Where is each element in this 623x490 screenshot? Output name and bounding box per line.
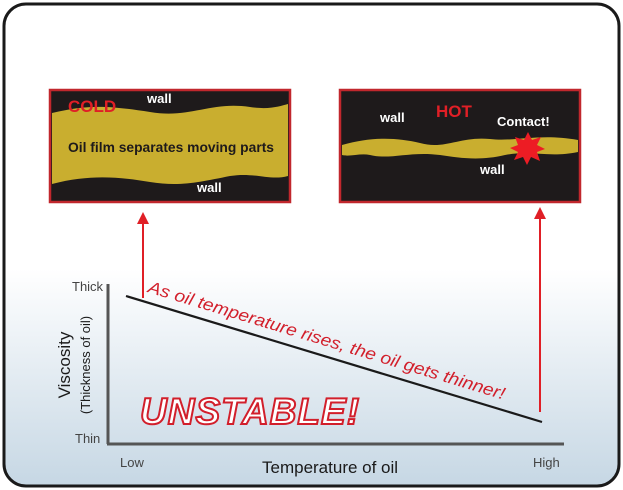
contact-burst-icon [510,132,545,165]
x-tick-low: Low [120,455,144,470]
y-tick-thin: Thin [75,431,100,446]
x-axis-label: Temperature of oil [262,458,398,477]
contact-label: Contact! [497,114,550,129]
cold-wall-top: wall [146,91,172,106]
cold-film-label: Oil film separates moving parts [68,139,274,155]
y-tick-thick: Thick [72,279,104,294]
hot-wall-top: wall [379,110,405,125]
unstable-stamp: UNSTABLE! [140,391,360,432]
hot-label: HOT [436,102,473,121]
y-axis-sublabel: (Thickness of oil) [78,316,93,414]
cold-wall-bottom: wall [196,180,222,195]
cold-oil-film [52,104,288,185]
cold-panel: COLD wall Oil film separates moving part… [48,88,292,204]
hot-wall-bottom: wall [479,162,505,177]
viscosity-line [125,294,543,424]
hot-panel: wall HOT Contact! wall [338,88,582,204]
y-axis-label: Viscosity [55,331,74,398]
x-tick-high: High [533,455,560,470]
cold-label: COLD [68,97,116,116]
